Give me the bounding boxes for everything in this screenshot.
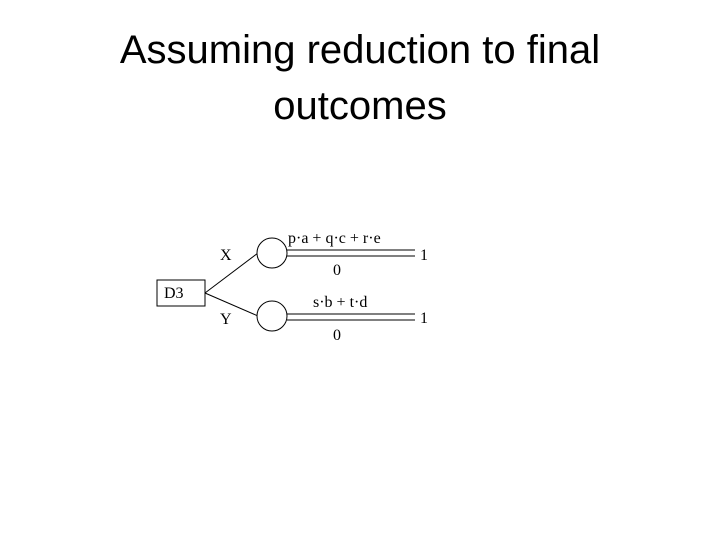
title-line-2: outcomes xyxy=(273,84,447,128)
chance-y-result: 1 xyxy=(420,310,428,327)
branch-x-line xyxy=(204,252,259,294)
branch-y-line xyxy=(204,292,259,317)
chance-y-top-label: s·b + t·d xyxy=(313,294,367,311)
branch-x-label: X xyxy=(220,247,232,264)
chance-node-y xyxy=(256,300,288,332)
decision-node-box xyxy=(156,279,206,307)
chance-x-top-label: p·a + q·c + r·e xyxy=(288,230,381,247)
chance-x-result: 1 xyxy=(420,247,428,264)
chance-y-bottom-label: 0 xyxy=(333,327,341,344)
title-line-1: Assuming reduction to final xyxy=(119,28,601,72)
branch-y-label: Y xyxy=(220,311,232,328)
decision-node-label: D3 xyxy=(164,285,184,302)
chance-node-x xyxy=(256,237,288,269)
chance-x-bottom-label: 0 xyxy=(333,262,341,279)
slide-title: Assuming reduction to final outcomes xyxy=(60,22,660,134)
